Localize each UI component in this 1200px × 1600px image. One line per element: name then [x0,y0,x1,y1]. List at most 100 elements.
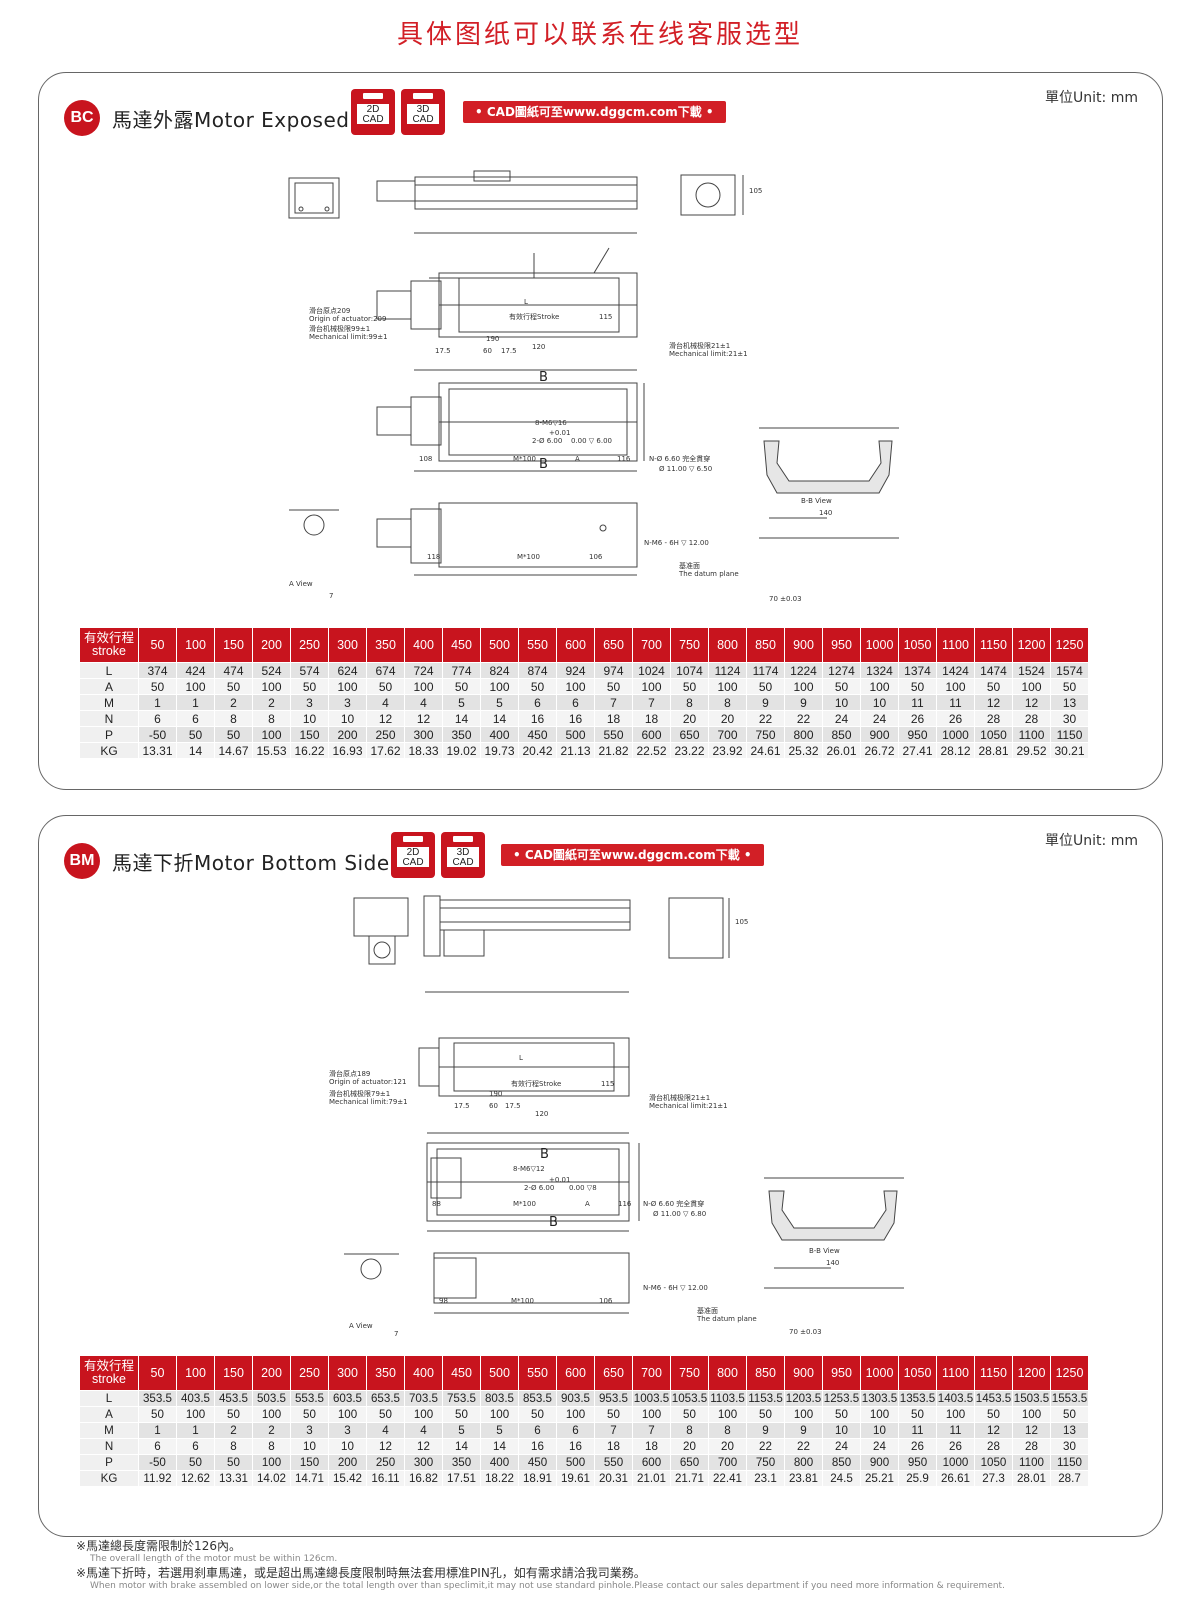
table-cell: 803.5 [480,1390,519,1407]
dim-105: 105 [735,918,748,926]
cad-download-link[interactable]: • CAD圖紙可至www.dggcm.com下載 • [501,844,764,866]
table-cell: 12 [366,710,405,727]
table-cell: 6 [138,710,177,727]
table-cell: 650 [670,1454,709,1471]
table-cell: 50 [176,1454,215,1471]
table-cell: 11 [898,694,937,711]
origin-zh: 滑台原点209 [309,306,350,315]
table-cell: 8 [252,1438,291,1455]
cad-3d-sub: CAD [452,857,474,868]
note-1-en: The overall length of the motor must be … [90,1554,338,1564]
table-cell: 7 [632,1422,671,1439]
table-cell: 953.5 [594,1390,633,1407]
cad-download-link[interactable]: • CAD圖紙可至www.dggcm.com下載 • [463,101,726,123]
a-view: A View [349,1322,373,1330]
note-m6: 8-M6▽12 [513,1165,545,1173]
table-cell: 11 [936,694,975,711]
table-cell: 17.62 [366,742,405,759]
table-cell: 100 [860,1406,899,1423]
table-cell: 774 [442,662,481,679]
stroke-col-header: 900 [784,627,823,663]
section-badge: BC [64,100,100,136]
table-cell: 14 [442,710,481,727]
table-cell: 15.42 [328,1470,367,1487]
dim-7: 7 [394,1330,398,1338]
table-cell: 1503.5 [1012,1390,1051,1407]
stroke-col-header: 1250 [1050,1355,1089,1391]
row-label: N [79,710,139,727]
table-cell: 30.21 [1050,742,1089,759]
table-cell: 250 [366,726,405,743]
table-cell: 18.22 [480,1470,519,1487]
table-cell: 100 [176,1406,215,1423]
table-cell: 16 [518,710,557,727]
table-cell: 20 [670,1438,709,1455]
dim-140: 140 [826,1259,839,1267]
mech-r-zh: 滑台机械极限21±1 [649,1093,710,1102]
note-hole2: Ø 11.00 ▽ 6.50 [659,465,712,473]
table-cell: 1153.5 [746,1390,785,1407]
table-cell: 18 [594,1438,633,1455]
table-cell: 974 [594,662,633,679]
table-cell: 1000 [936,1454,975,1471]
table-cell: 403.5 [176,1390,215,1407]
datum-zh: 基准面 [697,1306,718,1315]
stroke-col-header: 150 [214,627,253,663]
table-cell: 50 [974,1406,1013,1423]
table-cell: 1303.5 [860,1390,899,1407]
table-cell: 50 [214,678,253,695]
dim-m100-b: M*100 [517,553,540,561]
table-cell: 13 [1050,694,1089,711]
table-cell: 21.82 [594,742,633,759]
row-label: M [79,694,139,711]
table-cell: 50 [214,1406,253,1423]
table-cell: 8 [214,710,253,727]
table-cell: 22 [784,1438,823,1455]
table-cell: 30 [1050,1438,1089,1455]
dim-70: 70 ±0.03 [769,595,802,603]
table-cell: 950 [898,1454,937,1471]
table-cell: 25.9 [898,1470,937,1487]
table-cell: 900 [860,1454,899,1471]
stroke-col-header: 750 [670,627,709,663]
table-cell: 400 [480,1454,519,1471]
dim-60: 60 [483,347,492,355]
table-cell: 1150 [1050,1454,1089,1471]
table-cell: 950 [898,726,937,743]
dim-60: 60 [489,1102,498,1110]
table-cell: 28.01 [1012,1470,1051,1487]
table-cell: 1103.5 [708,1390,747,1407]
table-cell: 924 [556,662,595,679]
table-cell: 50 [214,726,253,743]
stroke-col-header: 1050 [898,627,937,663]
table-cell: 50 [746,1406,785,1423]
dim-70: 70 ±0.03 [789,1328,822,1336]
table-cell: 19.73 [480,742,519,759]
technical-drawing: 滑台原点209 Origin of actuator:209 滑台机械极限99±… [288,170,899,603]
table-cell: 100 [936,1406,975,1423]
table-cell: 20 [708,710,747,727]
table-cell: 7 [632,694,671,711]
note-nm6: N-M6 - 6H ▽ 12.00 [644,539,709,547]
table-cell: 400 [480,726,519,743]
table-cell: 100 [632,1406,671,1423]
origin-en: Origin of actuator:209 [309,315,386,323]
table-cell: 1203.5 [784,1390,823,1407]
dim-116: 116 [617,455,631,463]
table-cell: 1253.5 [822,1390,861,1407]
table-cell: 850 [822,726,861,743]
table-cell: 20.42 [518,742,557,759]
table-cell: 17.51 [442,1470,481,1487]
stroke-col-header: 350 [366,627,405,663]
table-cell: 100 [404,1406,443,1423]
table-cell: 600 [632,1454,671,1471]
technical-drawing: 滑台原点189 Origin of actuator:121 滑台机械极限79±… [329,895,904,1338]
table-cell: 100 [328,678,367,695]
dim-98: 98 [439,1297,448,1305]
table-cell: 100 [556,1406,595,1423]
